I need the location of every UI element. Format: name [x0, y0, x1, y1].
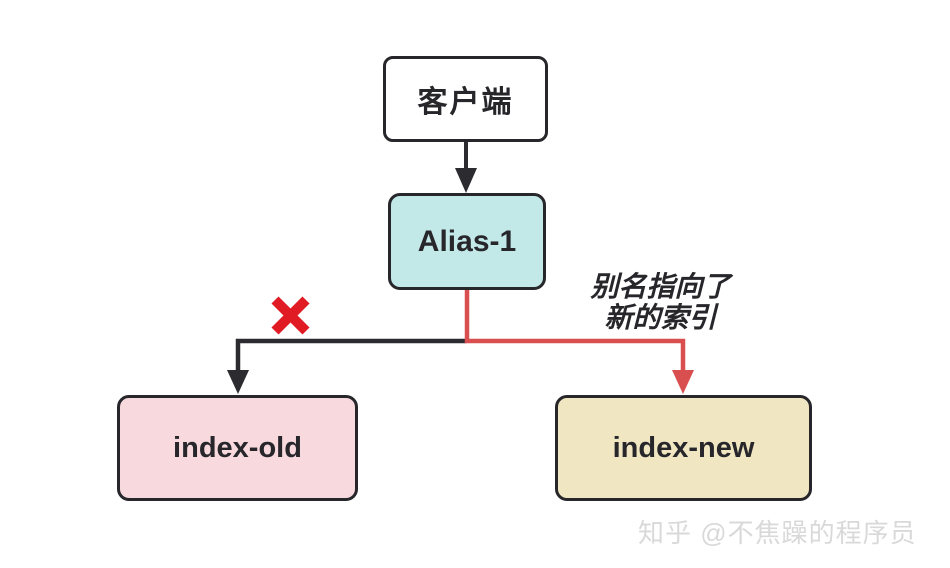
watermark: 知乎 @不焦躁的程序员 — [638, 518, 917, 548]
node-index-new-label: index-new — [612, 431, 755, 464]
node-index-new: index-new — [555, 395, 812, 501]
node-client-label: 客户端 — [417, 86, 514, 119]
arrowhead-down-icon — [227, 370, 249, 394]
cross-mark-icon — [271, 296, 310, 335]
arrowhead-down-icon — [672, 370, 694, 394]
node-alias: Alias-1 — [388, 193, 546, 290]
edge-alias-to-index-old — [227, 338, 466, 394]
edge-client-to-alias — [455, 142, 477, 193]
node-index-old-label: index-old — [173, 431, 302, 464]
edge-annotation: 别名指向了 新的索引 — [563, 271, 758, 333]
node-alias-label: Alias-1 — [417, 224, 517, 258]
edge-annotation-line2: 新的索引 — [604, 302, 717, 333]
node-index-old: index-old — [117, 395, 358, 501]
node-client: 客户端 — [383, 56, 548, 142]
arrowhead-down-icon — [455, 168, 477, 193]
edge-annotation-line1: 别名指向了 — [590, 271, 731, 302]
